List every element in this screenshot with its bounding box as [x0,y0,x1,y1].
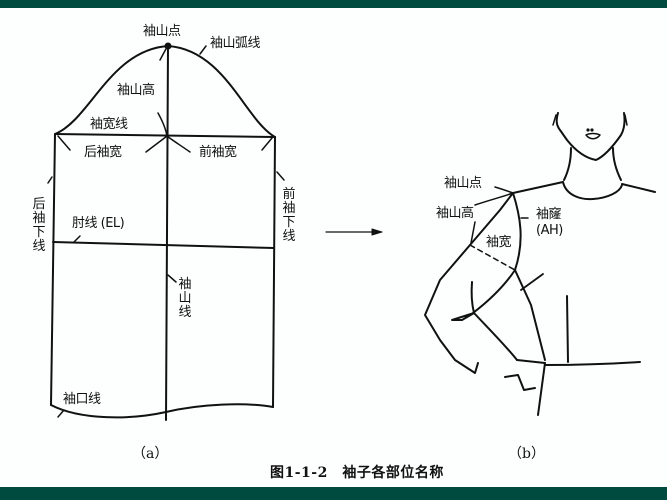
bottom-bar [0,487,667,500]
label-b-cap-height: 袖山高 [436,206,474,221]
label-b-sleeve-width: 袖宽 [486,235,512,250]
caption-a: （a） [132,446,169,462]
label-back-underarm: 后袖下线 [32,197,46,254]
label-hem-line: 袖口线 [63,392,101,407]
label-back-width: 后袖宽 [84,145,122,160]
label-b-cap-point: 袖山点 [444,176,482,191]
label-cap-height: 袖山高 [117,83,155,98]
cap-curve [54,45,276,138]
label-elbow-line: 肘线 (EL) [72,216,125,231]
label-bicep-line: 袖宽线 [90,117,128,132]
label-b-armhole-abbr: (AH) [536,223,563,238]
arrow-right-icon [325,228,383,236]
caption-b: （b） [508,446,545,462]
figure-title: 图1-1-2 袖子各部位名称 [270,465,444,481]
label-b-armhole: 袖窿 [536,207,562,222]
label-front-width: 前袖宽 [199,145,237,160]
top-bar [0,0,667,8]
label-center-line: 袖山线 [178,277,192,320]
label-front-underarm: 前袖下线 [282,187,296,244]
label-cap-curve: 袖山弧线 [210,36,261,51]
sleeve-pattern-a [47,42,285,421]
body-figure-b [424,112,656,416]
label-cap-point: 袖山点 [143,24,181,39]
